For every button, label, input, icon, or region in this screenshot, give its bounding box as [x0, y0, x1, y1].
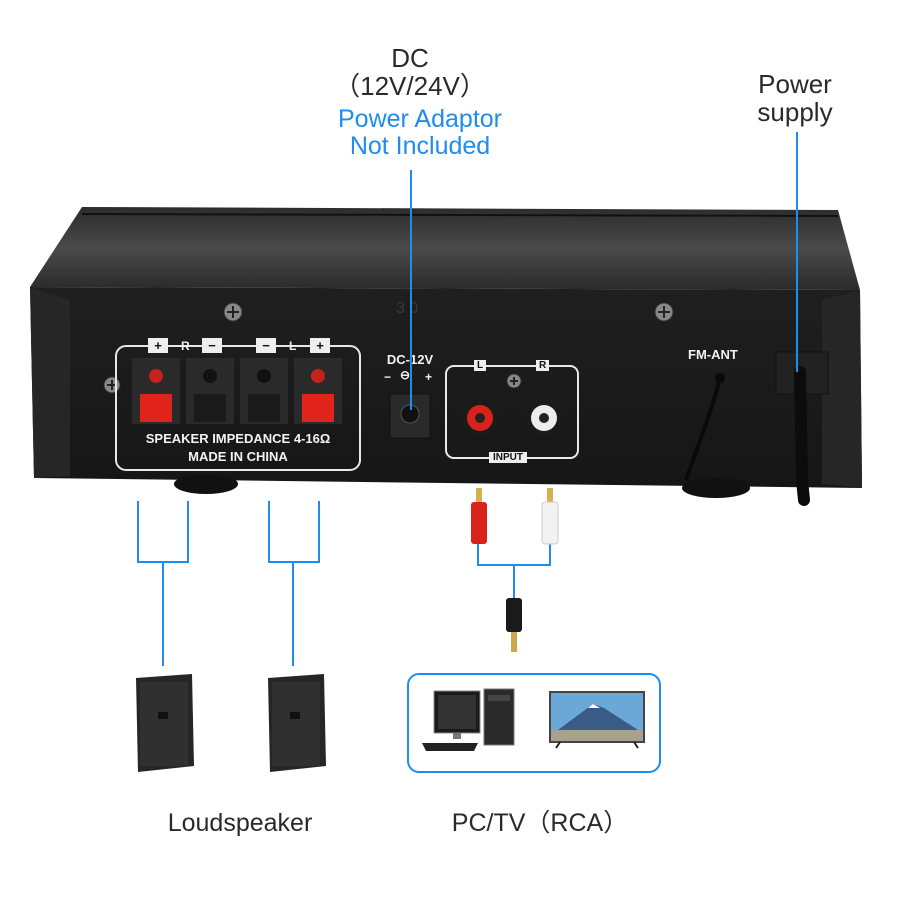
fm-ant-label: FM-ANT — [688, 347, 738, 362]
speaker-wire — [292, 561, 294, 666]
loudspeaker-left — [136, 674, 194, 772]
dc-label: DC （12V/24V） — [330, 44, 490, 100]
power-supply-label: Power supply — [740, 70, 850, 126]
input-label: INPUT — [489, 452, 527, 463]
channel-r: R — [181, 339, 190, 353]
dc-polarity-plus: + — [425, 370, 433, 384]
loudspeaker-right — [268, 674, 326, 772]
speaker-terminal-frame — [115, 345, 361, 471]
speaker-wire — [268, 561, 320, 563]
dc-voltage: （12V/24V） — [334, 71, 486, 101]
foot-right — [682, 478, 750, 498]
screw-icon — [103, 376, 121, 394]
pc-tv-label: PC/TV（RCA） — [451, 809, 629, 837]
dc-pointer-line — [410, 170, 412, 410]
adaptor-line1: Power Adaptor — [338, 105, 502, 133]
rca-cable — [471, 488, 559, 652]
plus-sign: + — [148, 338, 168, 353]
input-label-l: L — [474, 360, 487, 371]
made-in-text: MADE IN CHINA — [188, 449, 288, 464]
dc-polarity-icon: ⊖ — [400, 368, 411, 382]
screw-icon — [223, 302, 243, 322]
channel-l: L — [289, 339, 297, 353]
power-supply-line2: supply — [757, 97, 833, 127]
loudspeaker-label: Loudspeaker — [167, 809, 313, 837]
rca-wire — [549, 544, 551, 566]
speaker-wire — [162, 561, 164, 666]
foot-left — [174, 474, 238, 494]
dc-polarity-minus: − — [384, 370, 392, 384]
terminal-labels: + R − − L + — [148, 338, 338, 354]
power-supply-line1: Power — [758, 69, 832, 99]
rca-jack-left — [460, 398, 500, 438]
speaker-terminals — [132, 358, 342, 424]
adaptor-line2: Not Included — [349, 132, 491, 160]
screw-icon — [506, 373, 522, 389]
pc-icon — [422, 688, 515, 751]
dc-title: DC — [391, 43, 429, 73]
impedance-text: SPEAKER IMPEDANCE 4-16Ω — [145, 431, 331, 446]
rca-plug-white — [541, 488, 559, 545]
power-cord — [794, 366, 810, 506]
screw-icon — [654, 302, 674, 322]
chassis-stamp: 3 0 — [396, 300, 419, 317]
chassis-top — [30, 207, 860, 290]
plus-sign: + — [310, 338, 330, 353]
minus-sign: − — [202, 338, 222, 353]
tv-icon — [549, 691, 645, 749]
speaker-wire — [318, 501, 320, 563]
adaptor-note: Power Adaptor Not Included — [300, 106, 540, 160]
rca-wire — [513, 564, 515, 600]
speaker-wire — [268, 501, 270, 563]
pc-tv-box — [407, 673, 661, 773]
minus-sign: − — [256, 338, 276, 353]
rca-wire — [477, 544, 479, 566]
rca-plug-red — [471, 488, 487, 544]
rca-jack-right — [524, 398, 564, 438]
speaker-wire — [187, 501, 189, 563]
fm-ant-wire — [684, 377, 722, 481]
power-pointer-line — [796, 132, 798, 372]
aux-plug-35mm — [506, 598, 522, 652]
speaker-wire — [137, 501, 139, 563]
input-label-r: R — [536, 360, 550, 371]
